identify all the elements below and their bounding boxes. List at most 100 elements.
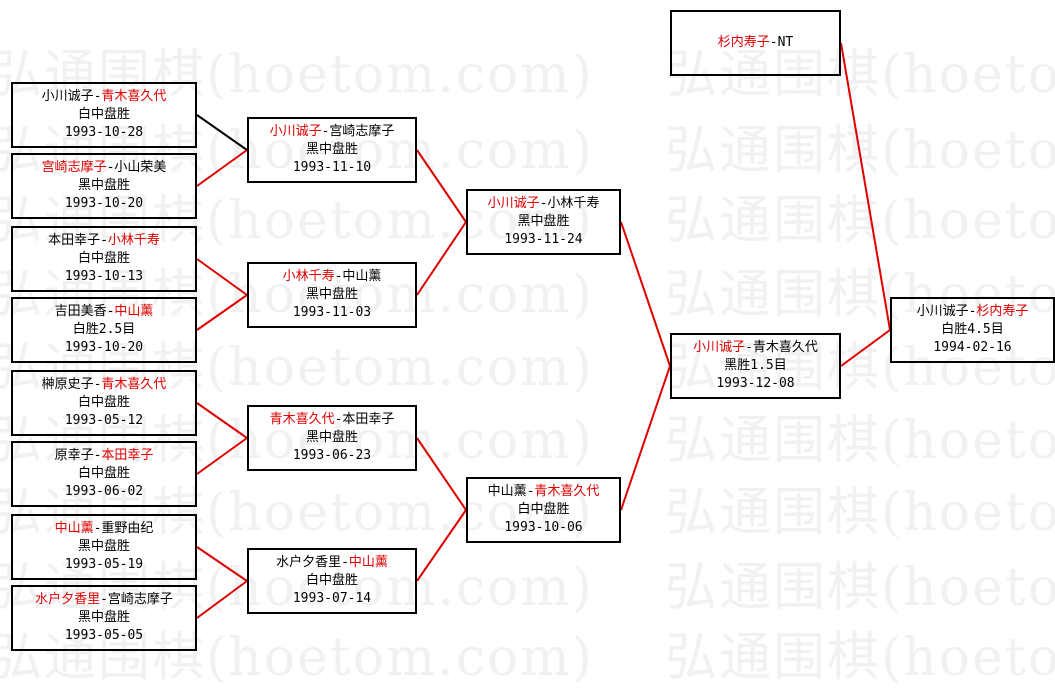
- vs-separator: -: [100, 592, 108, 607]
- match-result: 白中盘胜: [77, 466, 130, 481]
- player-white: 青木喜久代: [752, 340, 818, 355]
- bracket-connector: [196, 546, 248, 582]
- player-black: 小川诚子: [41, 89, 94, 104]
- vs-separator: -: [106, 160, 115, 175]
- match-box: 原幸子-本田幸子白中盘胜 1993-06-02: [11, 441, 197, 507]
- match-result: 黑中盘胜: [77, 539, 130, 554]
- match-date: 1993-05-19: [64, 557, 144, 572]
- match-result: 黑中盘胜: [517, 214, 570, 229]
- match-date: 1993-06-02: [64, 484, 144, 499]
- vs-separator: -: [93, 89, 102, 104]
- match-players: 小川诚子-青木喜久代: [13, 88, 195, 106]
- match-result: 黑中盘胜: [77, 610, 130, 625]
- vs-separator: -: [341, 555, 349, 570]
- vs-separator: -: [968, 304, 977, 319]
- vs-separator: -: [769, 35, 778, 50]
- bracket-connector: [416, 509, 467, 582]
- match-date: 1994-02-16: [933, 340, 1012, 355]
- match-box: 水户夕香里-宫崎志摩子黑中盘胜 1993-05-05: [11, 585, 197, 651]
- player-black: 中山薰: [54, 521, 94, 536]
- match-players: 小川诚子-杉内寿子: [892, 303, 1053, 321]
- match-players: 小川诚子-小林千寿: [468, 195, 619, 213]
- player-black: 小川诚子: [916, 304, 969, 319]
- bracket-connector: [416, 149, 467, 223]
- match-players: 水户夕香里-中山薰: [249, 554, 415, 572]
- match-date: 1993-10-20: [64, 340, 144, 355]
- player-black: 小林千寿: [282, 269, 335, 284]
- vs-separator: -: [539, 196, 548, 211]
- match-date: 1993-07-14: [292, 591, 372, 606]
- player-black: 吉田美香: [54, 304, 107, 319]
- player-black: 小川诚子: [487, 196, 540, 211]
- match-box: 水户夕香里-中山薰白中盘胜 1993-07-14: [247, 548, 417, 614]
- match-players: 小川诚子-青木喜久代: [672, 339, 839, 357]
- vs-separator: -: [526, 484, 535, 499]
- bracket-connector: [196, 580, 248, 619]
- match-players: 小川诚子-宫崎志摩子: [249, 123, 415, 141]
- bracket-connector: [196, 437, 248, 475]
- match-box: 杉内寿子-NT: [670, 10, 841, 76]
- match-date: 1993-11-03: [292, 305, 372, 320]
- match-players: 吉田美香-中山薰: [13, 303, 195, 321]
- player-black: 本田幸子: [48, 233, 101, 248]
- player-white: 青木喜久代: [534, 484, 600, 499]
- player-white: 本田幸子: [101, 448, 154, 463]
- bracket-connector: [620, 221, 671, 367]
- player-black: 中山薰: [487, 484, 527, 499]
- bracket-connector: [840, 42, 891, 331]
- player-white: 中山薰: [114, 304, 154, 319]
- player-white: 青木喜久代: [101, 377, 167, 392]
- match-players: 小林千寿-中山薰: [249, 268, 415, 286]
- match-players: 榊原史子-青木喜久代: [13, 376, 195, 394]
- match-box: 小林千寿-中山薰黑中盘胜 1993-11-03: [247, 262, 417, 328]
- match-result: 黑中盘胜: [305, 430, 358, 445]
- match-result: 黑中盘胜: [305, 287, 358, 302]
- bracket-connector: [620, 365, 671, 511]
- bracket-connector: [196, 402, 248, 439]
- match-players: 宫崎志摩子-小山荣美: [13, 159, 195, 177]
- match-result: 白胜4.5目: [941, 322, 1004, 337]
- vs-separator: -: [334, 269, 343, 284]
- bracket-connector: [196, 258, 248, 296]
- vs-separator: -: [745, 340, 753, 355]
- player-white: 中山薰: [348, 555, 388, 570]
- player-white: 宫崎志摩子: [329, 124, 395, 139]
- match-players: 原幸子-本田幸子: [13, 447, 195, 465]
- player-black: 水户夕香里: [35, 592, 101, 607]
- match-players: 青木喜久代-本田幸子: [249, 411, 415, 429]
- player-white: 小林千寿: [107, 233, 160, 248]
- vs-separator: -: [93, 521, 102, 536]
- match-players: 中山薰-重野由纪: [13, 520, 195, 538]
- match-date: 1993-05-12: [64, 413, 144, 428]
- match-date: 1993-05-05: [64, 628, 144, 643]
- player-black: 榊原史子: [41, 377, 94, 392]
- match-players: 本田幸子-小林千寿: [13, 232, 195, 250]
- match-result: 黑中盘胜: [77, 178, 130, 193]
- bracket-connector: [196, 149, 248, 187]
- player-black: 杉内寿子: [717, 35, 770, 50]
- player-white: NT: [777, 35, 794, 50]
- bracket-connector: [416, 221, 467, 296]
- player-black: 原幸子: [54, 448, 94, 463]
- bracket-connector: [196, 294, 248, 331]
- player-white: 本田幸子: [342, 412, 395, 427]
- match-result: 白中盘胜: [77, 251, 130, 266]
- player-black: 小川诚子: [269, 124, 322, 139]
- match-date: 1993-12-08: [716, 376, 795, 391]
- match-result: 白中盘胜: [305, 573, 358, 588]
- player-white: 小林千寿: [547, 196, 600, 211]
- player-white: 杉内寿子: [976, 304, 1029, 319]
- match-players: 杉内寿子-NT: [672, 34, 839, 52]
- vs-separator: -: [334, 412, 343, 427]
- match-result: 白胜2.5目: [72, 322, 136, 337]
- player-white: 宫崎志摩子: [107, 592, 173, 607]
- vs-separator: -: [106, 304, 115, 319]
